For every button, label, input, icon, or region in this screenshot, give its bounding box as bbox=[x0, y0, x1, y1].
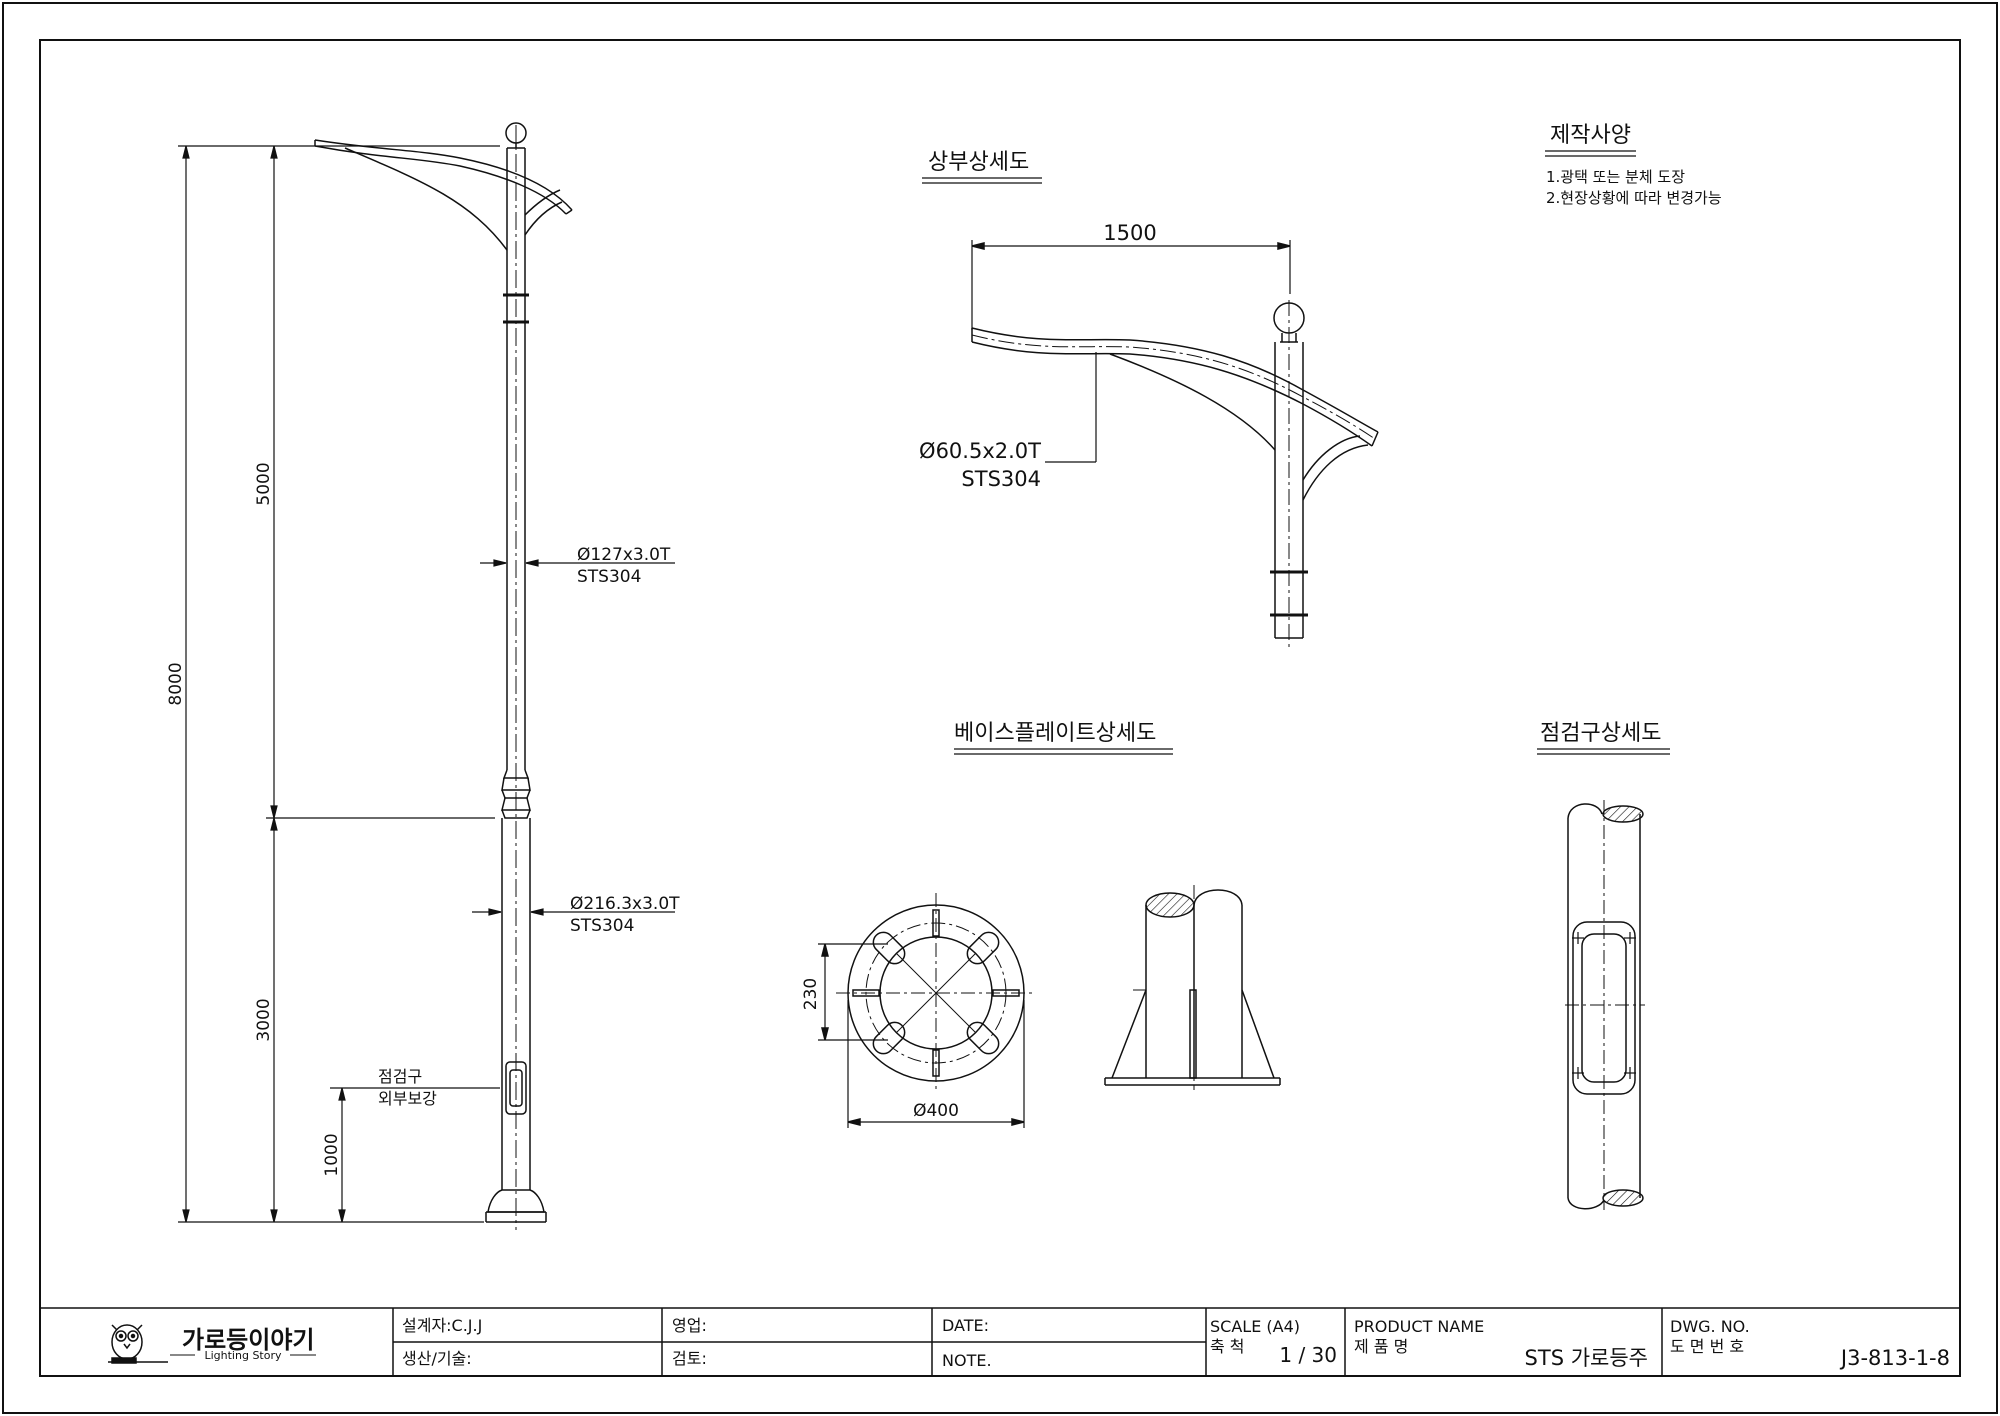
pole-elevation bbox=[314, 122, 573, 1223]
product-label: PRODUCT NAME bbox=[1354, 1317, 1484, 1336]
logo-text: 가로등이야기 bbox=[182, 1326, 314, 1354]
base-plate-plan bbox=[818, 893, 1036, 1128]
arm-length-dim: 1500 bbox=[1103, 221, 1156, 245]
upper-pipe-material: STS304 bbox=[577, 567, 641, 587]
logo-sub: Lighting Story bbox=[204, 1349, 282, 1362]
arm-upper-curve bbox=[314, 139, 573, 211]
scale-label-kr: 축 척 bbox=[1210, 1337, 1245, 1356]
sales-field: 영업: bbox=[672, 1316, 707, 1335]
date-field: DATE: bbox=[942, 1316, 989, 1335]
dim-3000: 3000 bbox=[254, 998, 274, 1041]
owl-logo-icon bbox=[108, 1324, 168, 1364]
dwg-label: DWG. NO. bbox=[1670, 1317, 1750, 1336]
hatch-detail-title: 점검구상세도 bbox=[1540, 721, 1661, 746]
spec-item-2: 2.현장상황에 따라 변경가능 bbox=[1546, 189, 1722, 207]
title-block bbox=[40, 1307, 1960, 1376]
review-field: 검토: bbox=[672, 1349, 707, 1368]
dwg-label-kr: 도 면 번 호 bbox=[1670, 1337, 1744, 1356]
base-plate-elevation bbox=[1104, 889, 1281, 1086]
arm-spec: Ø60.5x2.0T bbox=[919, 439, 1041, 463]
scale-label: SCALE (A4) bbox=[1210, 1317, 1300, 1336]
note-field: NOTE. bbox=[942, 1351, 992, 1370]
product-value: STS 가로등주 bbox=[1525, 1346, 1648, 1370]
lower-pipe-material: STS304 bbox=[570, 916, 634, 936]
base-diameter-dim: Ø400 bbox=[913, 1101, 959, 1121]
hatch-detail-drawing bbox=[1565, 803, 1645, 1210]
spec-item-1: 1.광택 또는 분체 도장 bbox=[1546, 168, 1685, 186]
product-label-kr: 제 품 명 bbox=[1354, 1337, 1408, 1356]
inner-frame bbox=[39, 39, 1961, 1377]
upper-pipe-spec: Ø127x3.0T bbox=[577, 545, 671, 565]
specs-title: 제작사양 bbox=[1550, 123, 1631, 148]
scale-value: 1 / 30 bbox=[1279, 1343, 1337, 1367]
dim-1000: 1000 bbox=[322, 1133, 342, 1176]
dim-5000: 5000 bbox=[254, 462, 274, 505]
designer-field: 설계자:C.J.J bbox=[402, 1316, 482, 1335]
dwg-value: J3-813-1-8 bbox=[1839, 1346, 1950, 1370]
hatch-label-2: 외부보강 bbox=[378, 1089, 437, 1108]
base-detail-title: 베이스플레이트상세도 bbox=[954, 721, 1156, 746]
top-detail-drawing bbox=[971, 240, 1379, 639]
top-detail-title: 상부상세도 bbox=[928, 150, 1029, 175]
hatch-label-1: 점검구 bbox=[378, 1067, 422, 1086]
arm-material: STS304 bbox=[961, 467, 1041, 491]
dim-8000: 8000 bbox=[166, 662, 186, 705]
lower-pipe-spec: Ø216.3x3.0T bbox=[570, 894, 680, 914]
production-field: 생산/기술: bbox=[402, 1349, 472, 1368]
pole-dimensions bbox=[178, 145, 675, 1223]
base-bolt-dim: 230 bbox=[801, 978, 821, 1010]
